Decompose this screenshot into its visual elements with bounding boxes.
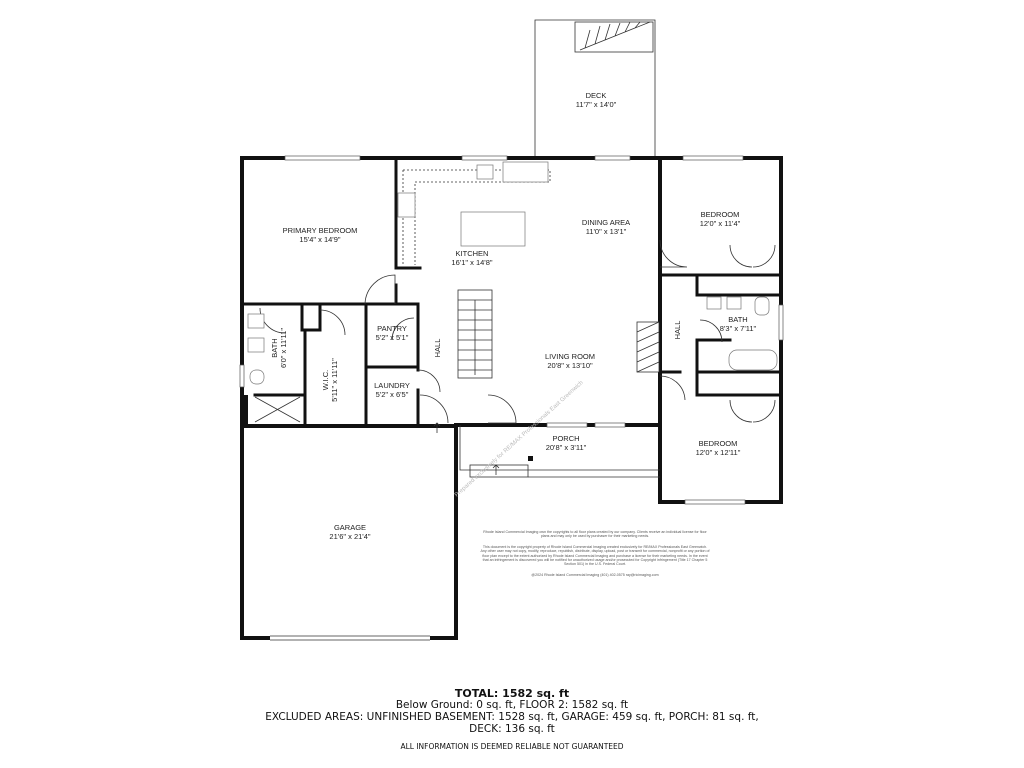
bath-fixtures [247,296,778,423]
dining-label: DINING AREA [582,218,630,227]
deck-label: DECK [586,91,607,100]
doors [259,239,776,424]
stairs [457,289,493,379]
deck [534,19,656,158]
copyright-notice-1: Rhode Island Commercial Imaging own the … [483,530,707,539]
bath-right-label: BATH [728,315,747,324]
bedroom1-dims: 12'0" x 11'4" [700,219,741,228]
hall-left-label: HALL [433,339,442,358]
bath-right-dims: 8'3" x 7'11" [720,324,757,333]
bath-left-label: BATH [270,338,279,357]
wic-dims: 5'11" x 11'11" [330,358,339,402]
wic-label: W.I.C. [321,370,330,390]
disclaimer: ALL INFORMATION IS DEEMED RELIABLE NOT G… [400,742,624,751]
bedroom1-label: BEDROOM [701,210,740,219]
kitchen-label: KITCHEN [456,249,489,258]
living-label: LIVING ROOM [545,352,595,361]
bedroom2-dims: 12'0" x 12'11" [696,448,741,457]
laundry-dims: 5'2" x 6'5" [376,390,409,399]
hall-right-label: HALL [673,321,682,340]
dining-dims: 11'0" x 13'1" [586,227,627,236]
bath-left-dims: 6'0" x 11'11" [279,328,288,368]
floor-areas: Below Ground: 0 sq. ft, FLOOR 2: 1582 sq… [395,699,629,711]
deck-dims: 11'7" x 14'0" [576,100,617,109]
garage [240,424,458,641]
excluded-areas-cont: DECK: 136 sq. ft [469,723,555,735]
pantry-dims: 5'2" x 5'1" [376,333,409,342]
garage-dims: 21'6" x 21'4" [329,532,370,541]
interior-walls [240,156,783,427]
porch-dims: 20'8" x 3'11" [546,443,587,452]
laundry-label: LAUNDRY [374,381,410,390]
bedroom2-label: BEDROOM [699,439,738,448]
copyright-notice-2: This document is the copyright property … [480,545,710,567]
fireplace [636,321,660,373]
primary-bedroom-label: PRIMARY BEDROOM [283,226,358,235]
porch-label: PORCH [552,434,579,443]
total-area: TOTAL: 1582 sq. ft [454,687,570,700]
copyright-contact: @2024 Rhode Island Commercial Imaging (4… [531,573,659,577]
primary-bedroom-dims: 15'4" x 14'9" [299,235,340,244]
excluded-areas: EXCLUDED AREAS: UNFINISHED BASEMENT: 152… [265,711,759,723]
porch [433,422,660,478]
kitchen-fixtures [397,161,551,265]
living-dims: 20'8" x 13'10" [547,361,593,370]
kitchen-dims: 16'1" x 14'8" [451,258,492,267]
windows [239,155,784,505]
pantry-label: PANTRY [377,324,407,333]
garage-label: GARAGE [334,523,366,532]
